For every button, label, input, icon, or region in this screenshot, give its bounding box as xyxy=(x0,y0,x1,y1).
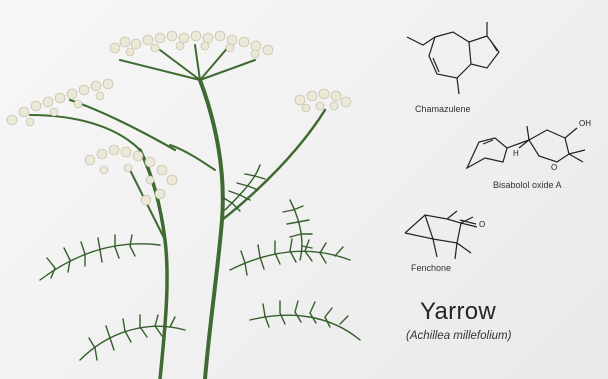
atom-h: H xyxy=(513,149,519,158)
chamazulene-structure: Chamazulene xyxy=(395,12,515,114)
bisabolol-oxide-a-structure: OH O H Bisabolol oxide A xyxy=(455,100,605,200)
molecule-name: Bisabolol oxide A xyxy=(493,180,562,190)
fenchone-structure: O Fenchone xyxy=(385,195,505,275)
molecule-name: Fenchone xyxy=(411,263,452,273)
atom-o: O xyxy=(479,220,485,229)
chamazulene-structure-drawing xyxy=(406,22,500,95)
molecule-name: Chamazulene xyxy=(415,104,471,114)
plant-scientific-name: (Achillea millefolium) xyxy=(406,330,512,342)
yarrow-plant-illustration xyxy=(6,30,361,379)
bisabolol-oxide-a-structure-drawing: OH O H xyxy=(465,119,591,172)
atom-o: O xyxy=(551,163,557,172)
atom-oh: OH xyxy=(579,119,591,128)
plant-title: Yarrow xyxy=(420,298,497,325)
fenchone-structure-drawing: O xyxy=(404,210,485,260)
